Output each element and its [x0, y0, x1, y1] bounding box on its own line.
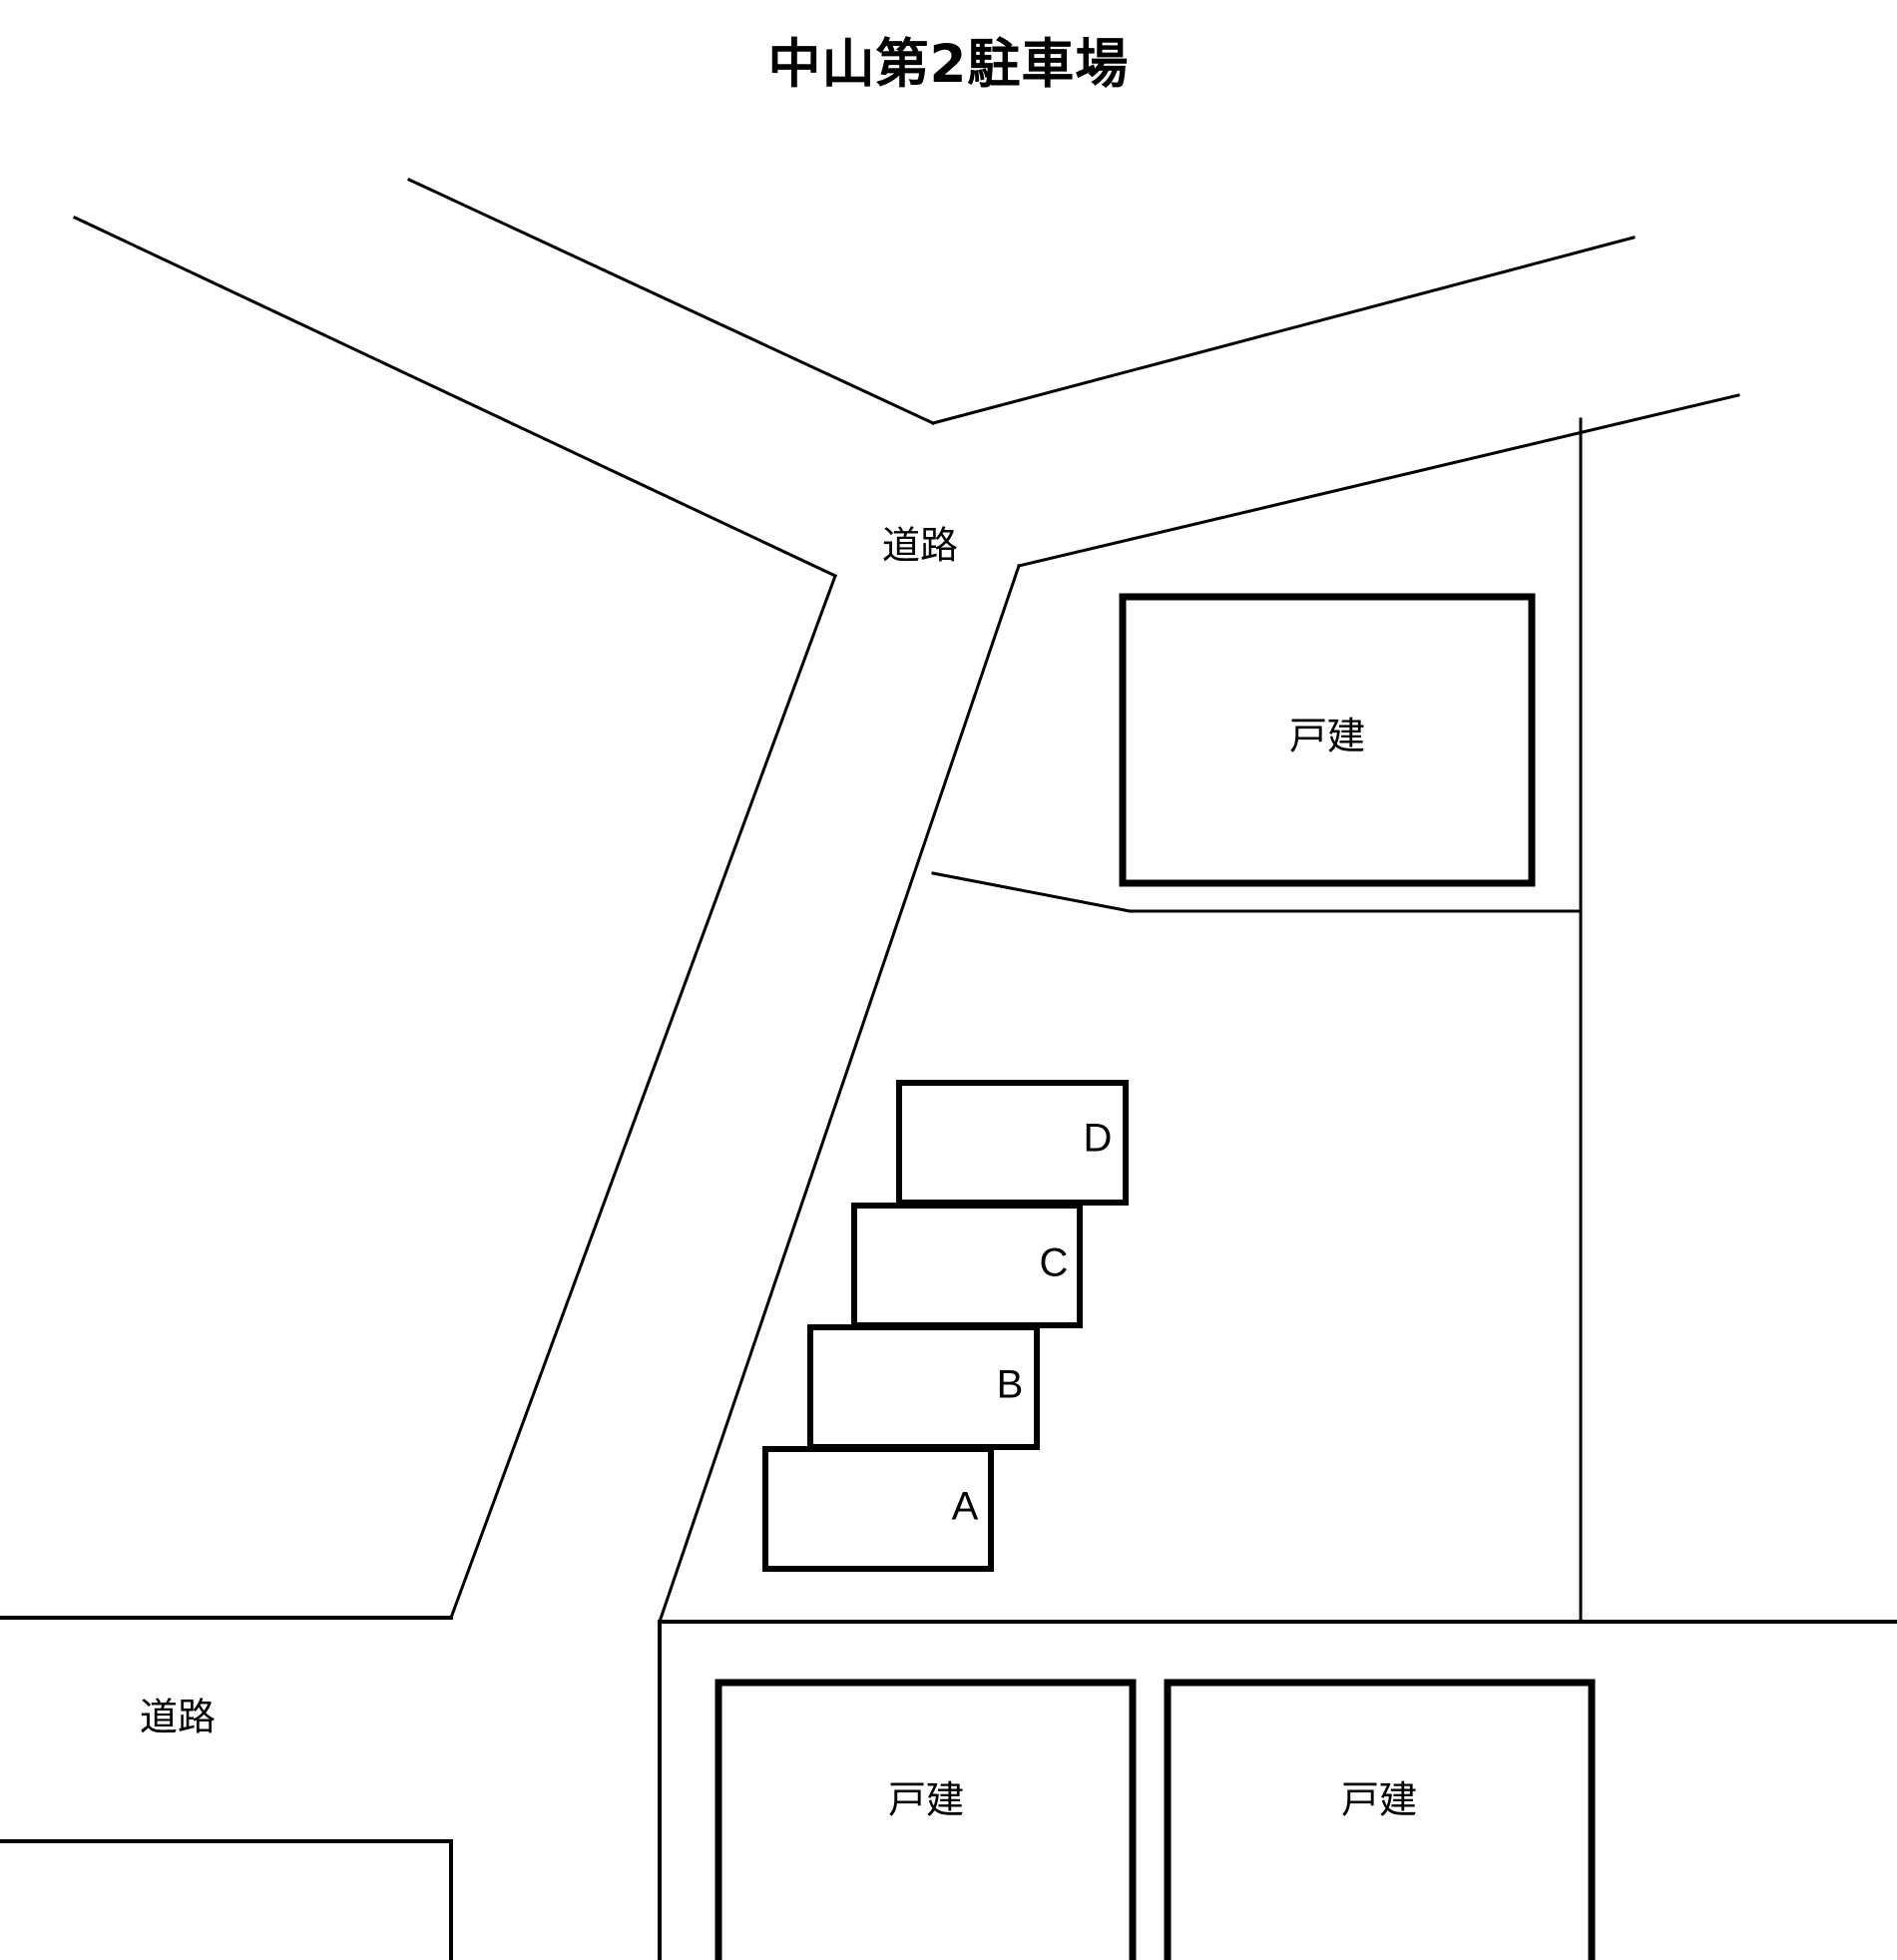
road-upper-left-inner-edge: [407, 178, 935, 425]
parking-stall-b-box[interactable]: [807, 1324, 1040, 1450]
road-fork-right-inner-edge: [931, 236, 1636, 425]
house-bottom-left-outline[interactable]: [714, 1679, 1137, 1960]
road-label-upper: 道路: [882, 524, 958, 568]
parking-stall-c[interactable]: C: [851, 1203, 1083, 1328]
page-title: 中山第2駐車場: [767, 34, 1130, 95]
road-right-diagonal-edge: [658, 564, 1021, 1624]
parking-stall-c-label: C: [1040, 1241, 1069, 1285]
parking-stall-d-label: D: [1084, 1117, 1113, 1161]
house-bottom-right[interactable]: 戸建: [1164, 1679, 1596, 1960]
house-upper-right[interactable]: 戸建: [1119, 593, 1536, 887]
road-upper-left-outer-edge: [73, 216, 837, 578]
driveway-access-spur: [931, 871, 1132, 913]
house-bottom-left[interactable]: 戸建: [714, 1679, 1137, 1960]
road-fork-right-outer-edge: [1017, 393, 1740, 568]
road-network: [73, 178, 1740, 1624]
road-labels: 道路 道路: [140, 524, 958, 1739]
parking-stall-a-box[interactable]: [762, 1446, 994, 1572]
parcel-boundaries: [0, 417, 1897, 1960]
road-left-diagonal-edge: [449, 574, 837, 1620]
house-bottom-right-label: 戸建: [1341, 1778, 1417, 1822]
parking-stall-b-label: B: [997, 1363, 1024, 1407]
house-bottom-right-outline[interactable]: [1164, 1679, 1596, 1960]
house-upper-right-outline[interactable]: [1119, 593, 1536, 887]
parking-stall-b[interactable]: B: [807, 1324, 1040, 1450]
road-label-lower: 道路: [140, 1696, 216, 1739]
house-bottom-left-label: 戸建: [888, 1778, 964, 1822]
parking-stall-a-label: A: [952, 1485, 979, 1529]
parking-stall-d[interactable]: D: [896, 1080, 1129, 1206]
parking-stall-a[interactable]: A: [762, 1446, 994, 1572]
house-upper-right-label: 戸建: [1289, 715, 1365, 758]
